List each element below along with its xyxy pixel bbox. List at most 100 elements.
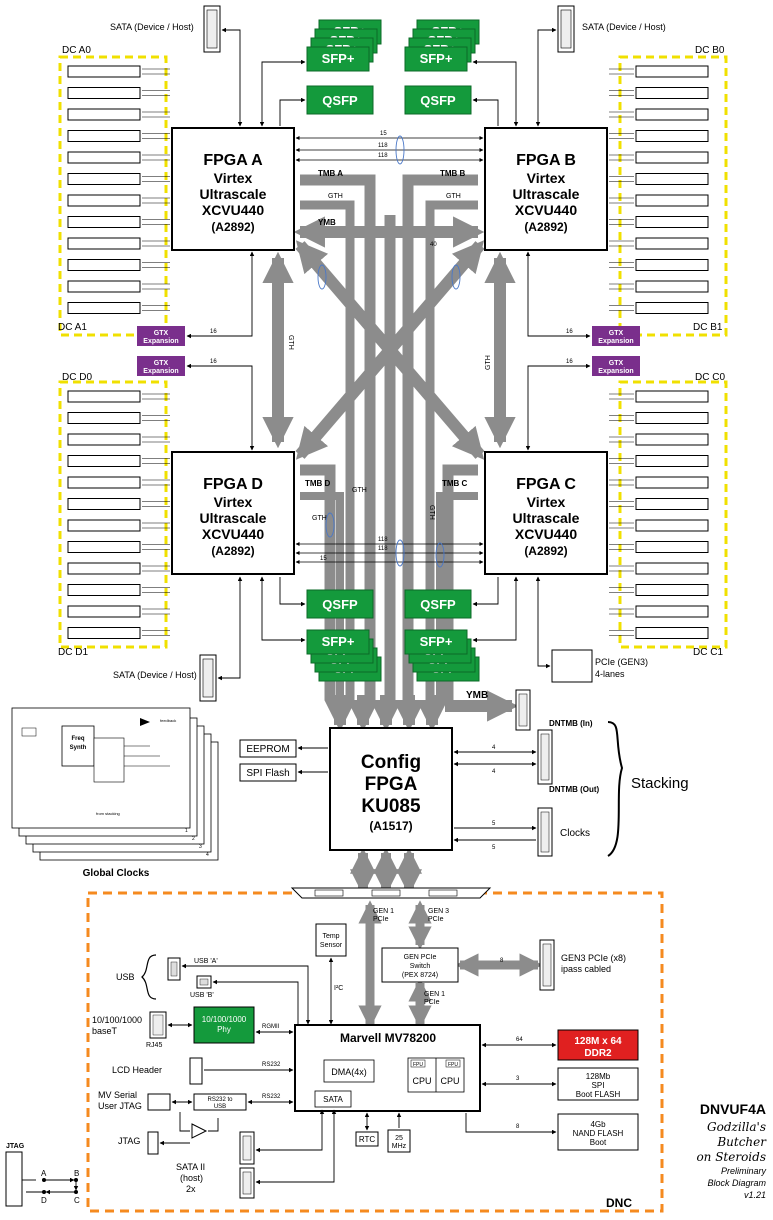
sata-internal: SATA xyxy=(323,1095,343,1104)
jtag-a: A xyxy=(41,1169,47,1178)
synth-label: Synth xyxy=(70,745,87,751)
config-line2: FPGA xyxy=(365,774,418,795)
gtx-d0 xyxy=(137,356,185,376)
clocks-label: Clocks xyxy=(560,828,590,839)
fpga-b-family: Virtex xyxy=(527,170,566,186)
qsfp-top-b-label: QSFP xyxy=(420,93,456,108)
connector-slot xyxy=(67,173,141,185)
connector-slot xyxy=(67,412,141,424)
rtc-osc: RTC 25 MHz xyxy=(355,1112,411,1153)
dc-a-region xyxy=(58,55,168,337)
sfp-module-label: SFP+ xyxy=(322,51,355,66)
count-40: 40 xyxy=(430,242,437,248)
gtx-d0-count: 16 xyxy=(210,359,217,365)
dnc-labels: GEN 1 PCIe GEN 3 PCIe GEN 1 PCIe xyxy=(373,908,449,1006)
fpga-d-family: Virtex xyxy=(214,494,253,510)
model-name: DNVUF4A xyxy=(700,1101,766,1117)
switch-l3: (PEX 8724) xyxy=(402,972,438,979)
gray-buses xyxy=(262,174,543,1029)
ipass-connector: GEN3 PCIe (x8) ipass cabled xyxy=(539,939,626,991)
eeprom-label: EEPROM xyxy=(246,744,289,755)
jtag-title: JTAG xyxy=(6,1143,25,1150)
switch-l2: Switch xyxy=(410,963,431,970)
sata-label-bl: SATA (Device / Host) xyxy=(113,670,197,680)
connector-slot xyxy=(635,541,709,553)
gen1-l1: GEN 1 xyxy=(373,908,394,915)
dc-c-region xyxy=(618,380,728,649)
ipass-count: 8 xyxy=(500,958,504,964)
fpga-c-family: Virtex xyxy=(527,494,566,510)
feedback-label: feedback xyxy=(160,718,176,723)
qsfp-bot-d xyxy=(306,589,374,619)
pcie-gen3-line2: 4-lanes xyxy=(595,669,625,679)
page-num-1: 1 xyxy=(185,828,188,834)
stacking-connectors: YMB DNTMB (In) DNTMB (Out) Clocks Stacki… xyxy=(453,689,689,857)
title-line2: Butcher xyxy=(716,1135,767,1149)
gtx-a1 xyxy=(137,326,185,346)
qsfp-bot-c xyxy=(404,589,472,619)
dnc-memories: 128M x 64 DDR2 128Mb SPI Boot FLASH 4Gb … xyxy=(465,958,639,1151)
connector-slot xyxy=(67,605,141,618)
spi-boot-l3: Boot FLASH xyxy=(576,1090,621,1099)
gth-label-mid: GTH xyxy=(352,487,367,494)
config-line3: KU085 xyxy=(361,796,421,817)
jtag-d: D xyxy=(41,1196,47,1205)
rs232-label-1: RS232 xyxy=(262,1062,281,1068)
fpga-d-box: FPGA D Virtex Ultrascale XCVU440 (A2892) xyxy=(171,451,295,575)
clk-count-1: 5 xyxy=(492,821,496,827)
page-num-3: 3 xyxy=(199,844,202,850)
gtx-b1-count: 16 xyxy=(566,329,573,335)
fpga-c-ref: (A2892) xyxy=(524,544,567,558)
connector-slot xyxy=(67,194,141,207)
connector-slot xyxy=(67,280,141,293)
gth-label-c: GTH xyxy=(428,505,435,520)
rtc-label: RTC xyxy=(359,1135,376,1144)
sfp-modules: SFP+SFP+SFP+SFP+SFP+SFP+SFP+SFP+SFP+SFP+… xyxy=(306,19,480,682)
stack-ymb: YMB xyxy=(466,690,488,701)
ddr2-l1: 128M x 64 xyxy=(574,1036,622,1047)
gtx-b1-l2: Expansion xyxy=(598,338,633,345)
nand-l2: NAND FLASH xyxy=(573,1129,624,1138)
sfp-module-label: SFP+ xyxy=(322,634,355,649)
connector-slot xyxy=(67,108,141,121)
usb-a-label: USB 'A' xyxy=(194,958,218,965)
dc-b1-label: DC B1 xyxy=(693,322,723,333)
spi-boot-l1: 128Mb xyxy=(586,1072,611,1081)
connector-slot xyxy=(67,476,141,489)
connector-slot xyxy=(635,390,709,403)
connector-slot xyxy=(67,216,141,228)
connector-slot xyxy=(635,280,709,293)
dntmb-count-1: 4 xyxy=(492,745,496,751)
gtx-c0-l1: GTX xyxy=(609,360,624,367)
gtx-b1 xyxy=(592,326,640,346)
marvell-cpu: Marvell MV78200 DMA(4x) FPU FPU CPU CPU … xyxy=(294,1024,481,1112)
pcie-gen3-line1: PCIe (GEN3) xyxy=(595,657,648,667)
temp-l2: Sensor xyxy=(320,942,343,949)
gtx-c0-l2: Expansion xyxy=(598,368,633,375)
connector-slot xyxy=(635,108,709,121)
fpga-c-name: FPGA C xyxy=(516,476,576,493)
gtx-d0-l1: GTX xyxy=(154,360,169,367)
connector-slot xyxy=(635,130,709,142)
config-memories: EEPROM SPI Flash xyxy=(239,739,328,782)
status-label: Preliminary xyxy=(721,1166,767,1176)
count-15-bot: 15 xyxy=(320,556,327,562)
connector-slot xyxy=(67,627,141,639)
sfp-module xyxy=(306,629,370,655)
connector-slot xyxy=(67,455,141,467)
connector-slot xyxy=(635,65,709,78)
connector-slot xyxy=(635,259,709,271)
version-label: v1.21 xyxy=(744,1190,766,1200)
connector-slot xyxy=(635,216,709,228)
usb-label: USB xyxy=(116,972,135,982)
osc-l1: 25 xyxy=(395,1135,403,1142)
fpga-a-name: FPGA A xyxy=(203,152,263,169)
fpga-a-box: FPGA A Virtex Ultrascale XCVU440 (A2892) xyxy=(171,127,295,251)
dntmb-out-label: DNTMB (Out) xyxy=(549,785,600,794)
gen1b-l1: GEN 1 xyxy=(424,991,445,998)
gth-label-a: GTH xyxy=(328,193,343,200)
jtag-c: C xyxy=(74,1196,80,1205)
phy-l2: Phy xyxy=(217,1025,231,1034)
